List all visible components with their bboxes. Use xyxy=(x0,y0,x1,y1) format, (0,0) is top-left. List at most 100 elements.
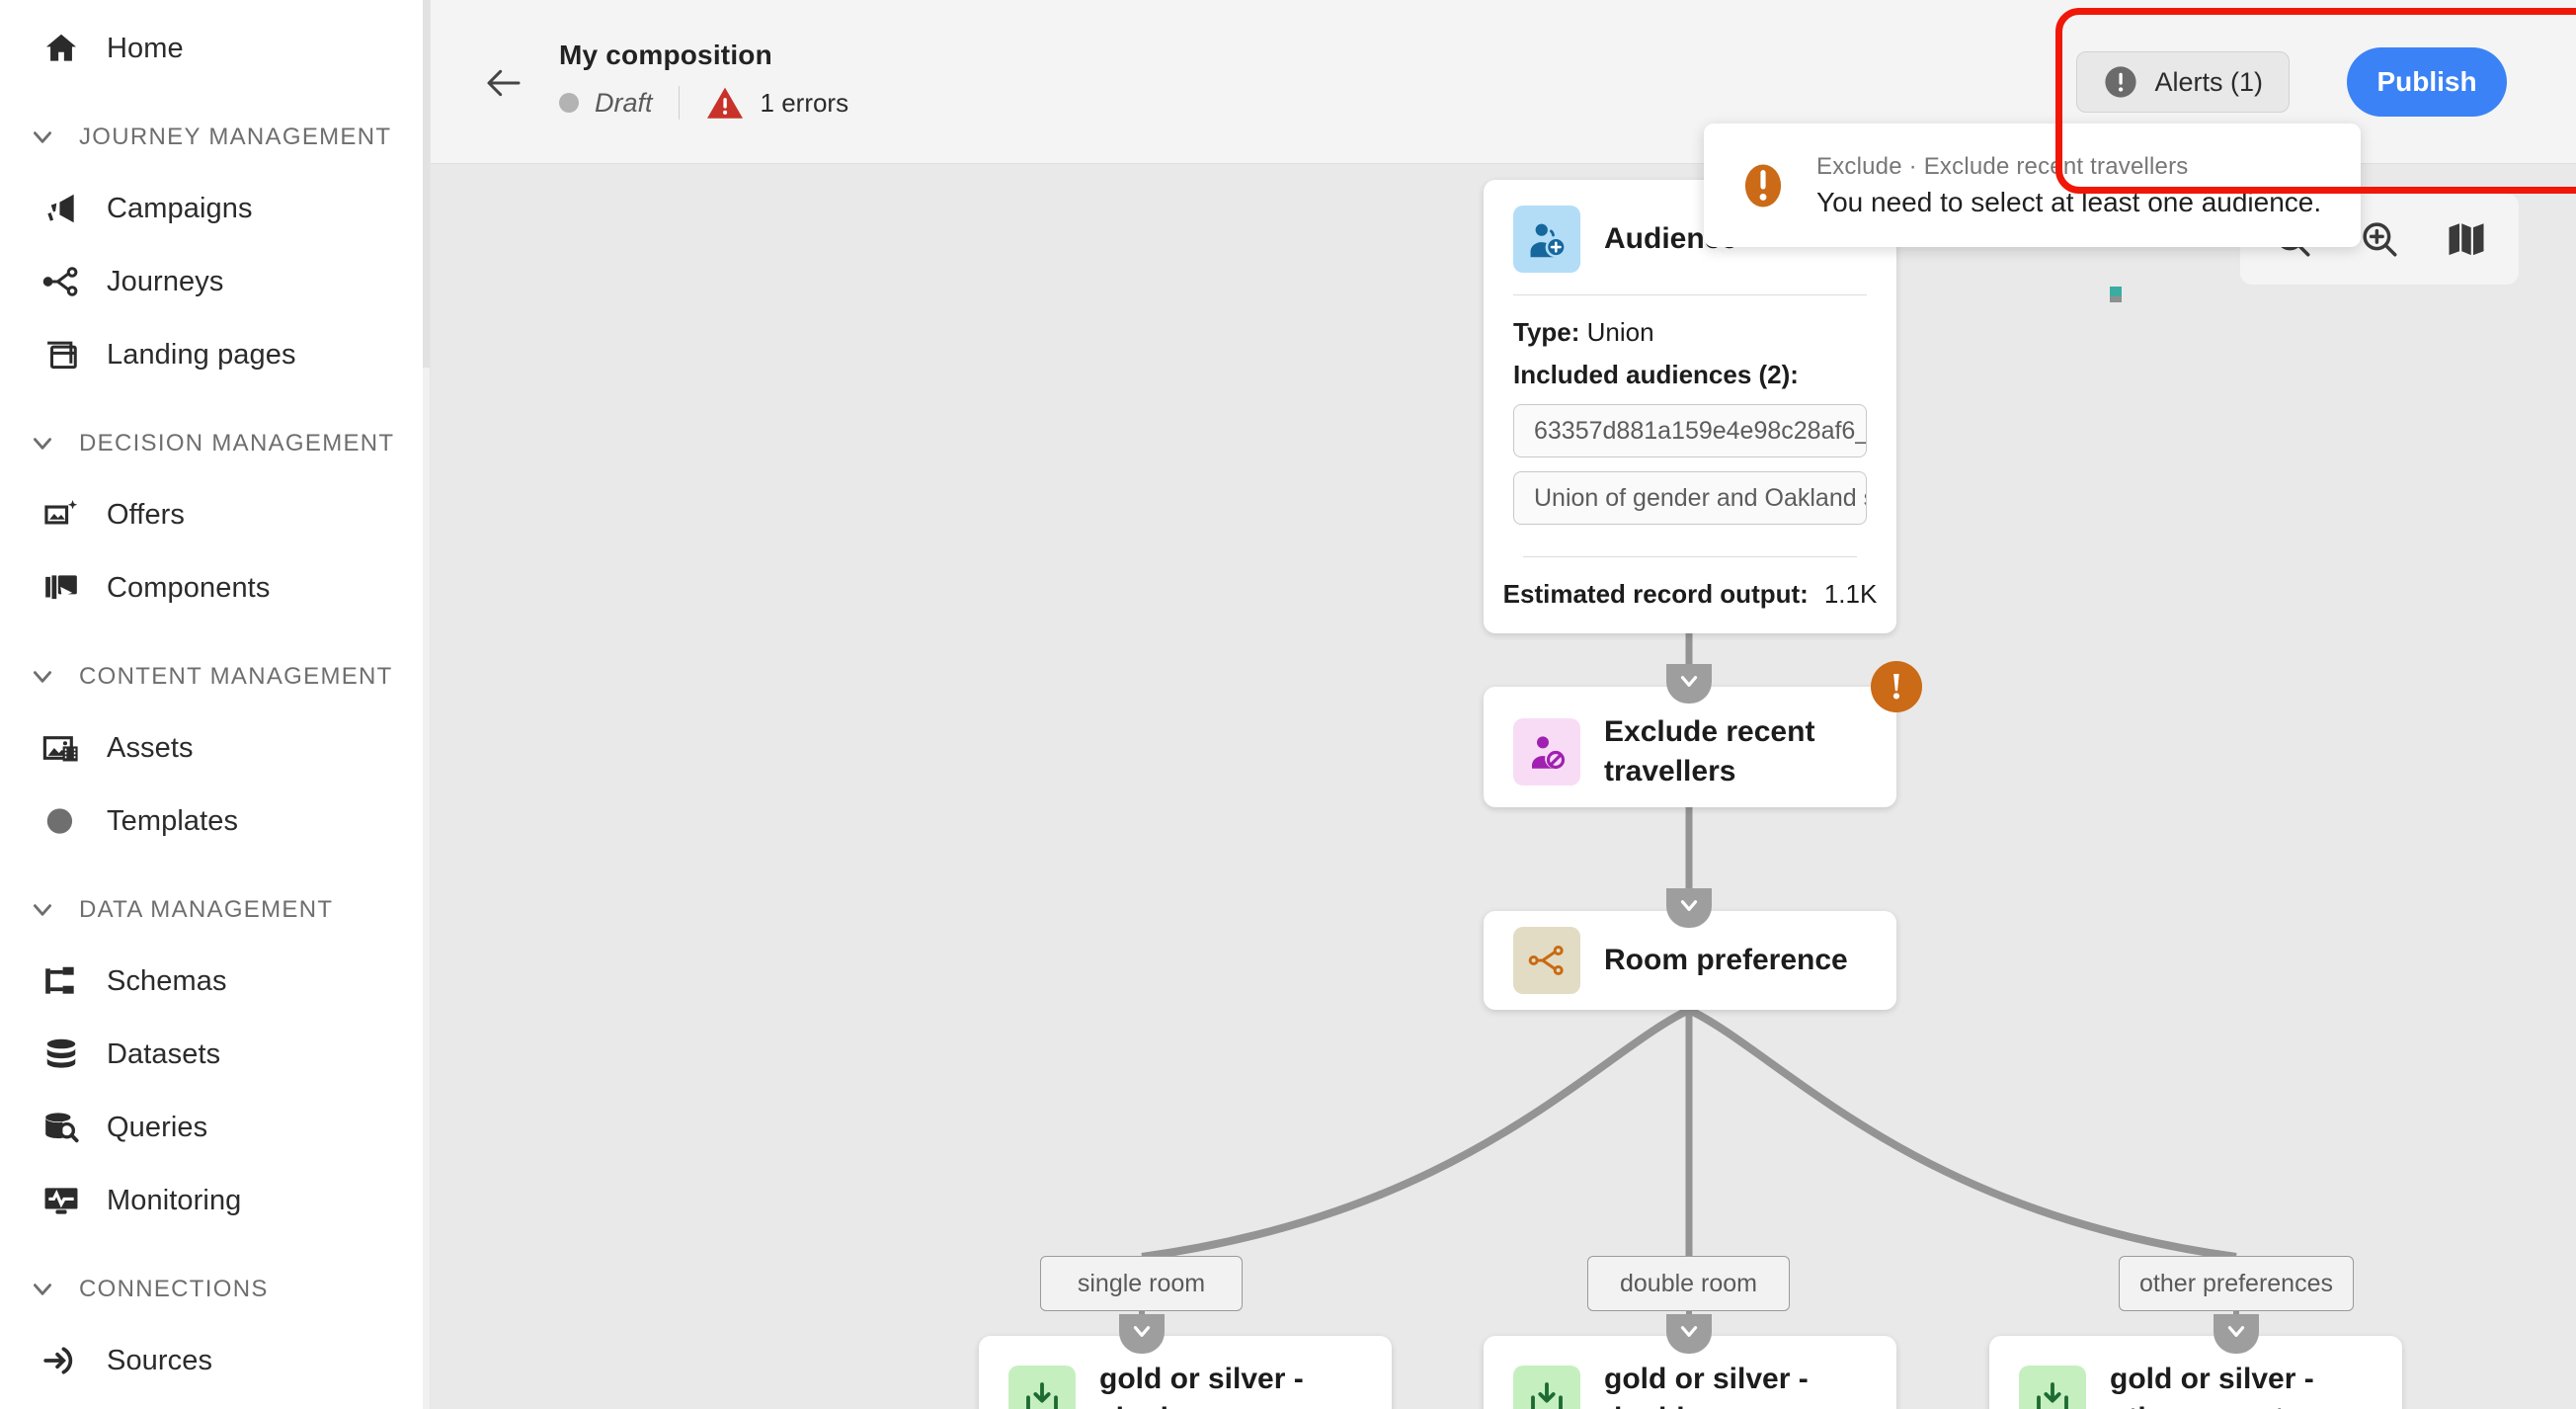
sidebar-content: Home JOURNEY MANAGEMENT Campaigns Jou xyxy=(0,0,430,1409)
node-title: gold or silver - double room xyxy=(1604,1363,1809,1409)
sidebar-item-sources[interactable]: Sources xyxy=(0,1324,430,1397)
main-area: My composition Draft 1 errors Alerts (1) xyxy=(431,0,2576,1409)
alert-message: You need to select at least one audience… xyxy=(1816,186,2322,217)
included-audiences-label: Included audiences (2): xyxy=(1513,360,1799,389)
database-search-icon xyxy=(41,1108,81,1147)
alerts-popover[interactable]: Exclude · Exclude recent travellers You … xyxy=(1704,124,2361,247)
sidebar-item-label: Datasets xyxy=(107,1037,221,1070)
branch-label-single-room[interactable]: single room xyxy=(1040,1256,1243,1311)
edge-add-step-button[interactable] xyxy=(1666,664,1712,704)
node-header: gold or silver - single room xyxy=(979,1336,1392,1409)
sidebar-group-label: JOURNEY MANAGEMENT xyxy=(79,124,392,150)
sidebar-item-templates[interactable]: Templates xyxy=(0,785,430,858)
node-warning-badge[interactable]: ! xyxy=(1871,661,1922,712)
sidebar-item-label: Campaigns xyxy=(107,192,253,224)
canvas-edges xyxy=(1139,582,2239,1339)
node-exclude-recent-travellers[interactable]: Exclude recent travellers ! xyxy=(1484,661,1922,807)
alert-breadcrumb: Exclude · Exclude recent travellers xyxy=(1816,152,2189,180)
schema-tree-icon xyxy=(41,961,81,1001)
sidebar-group-content-management[interactable]: CONTENT MANAGEMENT xyxy=(0,642,430,711)
back-button[interactable] xyxy=(476,57,531,109)
person-exclude-icon xyxy=(1513,717,1580,786)
megaphone-icon xyxy=(41,189,81,228)
sidebar-item-home[interactable]: Home xyxy=(0,12,430,85)
node-header: Room preference xyxy=(1484,911,1896,1010)
audience-chip[interactable]: 63357d881a159e4e98c28af6_16... xyxy=(1513,404,1867,457)
sidebar-item-partial-next[interactable] xyxy=(0,1397,430,1409)
sidebar-item-datasets[interactable]: Datasets xyxy=(0,1018,430,1091)
sidebar-scrollbar[interactable] xyxy=(423,0,430,1409)
left-navigation-sidebar: Home JOURNEY MANAGEMENT Campaigns Jou xyxy=(0,0,431,1409)
sidebar-item-campaigns[interactable]: Campaigns xyxy=(0,172,430,245)
audience-add-person-icon xyxy=(1513,206,1580,273)
sidebar-group-data-management[interactable]: DATA MANAGEMENT xyxy=(0,875,430,945)
destination-download-icon xyxy=(2019,1365,2086,1409)
edge-add-step-button[interactable] xyxy=(1666,888,1712,928)
window-stack-icon xyxy=(41,335,81,374)
node-header: gold or silver - other room types xyxy=(1989,1336,2402,1409)
status-dot-icon xyxy=(559,93,579,113)
sidebar-group-decision-management[interactable]: DECISION MANAGEMENT xyxy=(0,409,430,478)
chevron-down-icon xyxy=(1680,900,1698,911)
sidebar-scrollbar-thumb[interactable] xyxy=(423,0,430,368)
audience-chip[interactable]: Union of gender and Oakland s... xyxy=(1513,471,1867,525)
record-output-value: 1.1K xyxy=(1823,579,1878,609)
chevron-down-icon xyxy=(1680,676,1698,687)
node-destination-other-room-types[interactable]: gold or silver - other room types Estima… xyxy=(1989,1336,2402,1409)
status-badge: Draft xyxy=(595,87,653,118)
chevron-down-icon xyxy=(1680,1326,1698,1337)
divider xyxy=(678,86,680,120)
error-count: 1 errors xyxy=(760,87,849,118)
chevron-down-icon xyxy=(26,1273,59,1306)
sidebar-item-schemas[interactable]: Schemas xyxy=(0,945,430,1018)
sidebar-item-label: Queries xyxy=(107,1111,208,1143)
chevron-down-icon xyxy=(26,427,59,460)
sidebar-item-offers[interactable]: Offers xyxy=(0,478,430,551)
audience-type-label: Type: xyxy=(1513,317,1580,347)
sidebar-item-assets[interactable]: Assets xyxy=(0,711,430,785)
database-icon xyxy=(41,1035,81,1074)
destination-download-icon xyxy=(1513,1365,1580,1409)
branch-label-double-room[interactable]: double room xyxy=(1587,1256,1790,1311)
sidebar-item-label: Templates xyxy=(107,804,239,837)
alerts-button[interactable]: Alerts (1) xyxy=(2076,51,2290,113)
alert-exclamation-filled-icon xyxy=(1737,158,1789,213)
node-destination-single-room[interactable]: gold or silver - single room Estimated r… xyxy=(979,1336,1392,1409)
journey-canvas[interactable]: Audience Type: Union Included audiences … xyxy=(431,165,2576,1409)
sidebar-item-label: Home xyxy=(107,32,184,64)
node-header: Exclude recent travellers xyxy=(1484,687,1896,816)
node-audience[interactable]: Audience Type: Union Included audiences … xyxy=(1484,180,1896,633)
chevron-down-icon xyxy=(26,660,59,694)
sidebar-item-label: Landing pages xyxy=(107,338,296,371)
edge-add-step-button[interactable] xyxy=(1119,1314,1165,1354)
title-block: My composition Draft 1 errors xyxy=(559,40,848,121)
edge-add-step-button[interactable] xyxy=(2214,1314,2259,1354)
branch-label-text: single room xyxy=(1077,1269,1206,1297)
sidebar-item-landing-pages[interactable]: Landing pages xyxy=(0,318,430,391)
chevron-down-icon xyxy=(1133,1326,1151,1337)
sidebar-group-connections[interactable]: CONNECTIONS xyxy=(0,1255,430,1324)
sidebar-item-components[interactable]: Components xyxy=(0,551,430,624)
branch-label-text: double room xyxy=(1620,1269,1757,1297)
sidebar-item-monitoring[interactable]: Monitoring xyxy=(0,1164,430,1237)
audience-type-value: Union xyxy=(1586,317,1654,347)
publish-button[interactable]: Publish xyxy=(2347,47,2507,117)
sources-arrow-in-icon xyxy=(41,1341,81,1380)
zoom-in-button[interactable] xyxy=(2341,204,2418,275)
journey-nodes-icon xyxy=(41,262,81,301)
sidebar-item-journeys[interactable]: Journeys xyxy=(0,245,430,318)
minimap-button[interactable] xyxy=(2428,204,2505,275)
sidebar-group-journey-management[interactable]: JOURNEY MANAGEMENT xyxy=(0,103,430,172)
sidebar-item-label: Schemas xyxy=(107,964,227,997)
composition-header: My composition Draft 1 errors Alerts (1) xyxy=(431,0,2576,164)
split-branches-icon xyxy=(1513,927,1580,994)
branch-label-other-preferences[interactable]: other preferences xyxy=(2119,1256,2354,1311)
publish-button-label: Publish xyxy=(2376,66,2477,97)
divider xyxy=(1523,556,1857,557)
chevron-down-icon xyxy=(26,893,59,927)
edge-add-step-button[interactable] xyxy=(1666,1314,1712,1354)
destination-download-icon xyxy=(1008,1365,1076,1409)
sidebar-item-queries[interactable]: Queries xyxy=(0,1091,430,1164)
sidebar-item-label: Assets xyxy=(107,731,194,764)
